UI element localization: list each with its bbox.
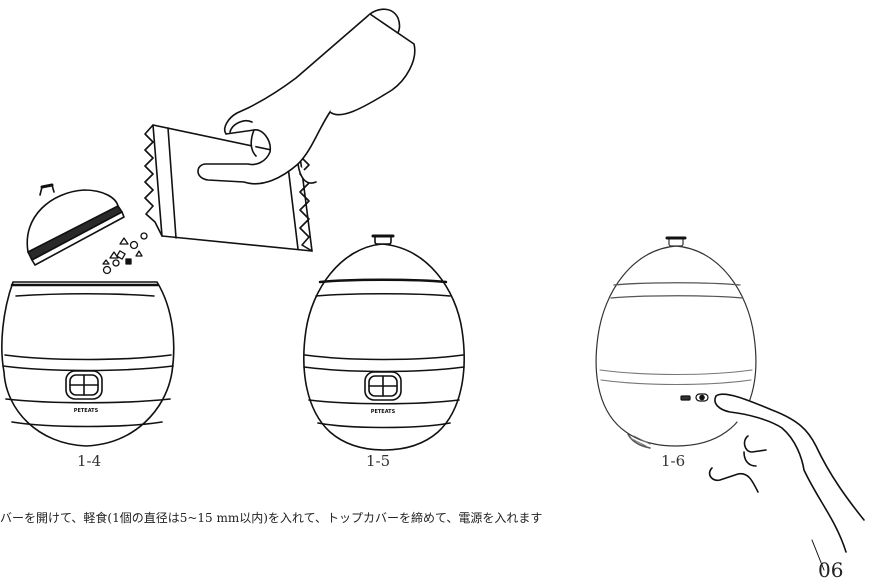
figure-1-6 bbox=[595, 236, 757, 449]
instruction-caption: バーを開けて、軽食(1個の直径は5~15 mm以内)を入れて、トップカバーを締め… bbox=[0, 511, 543, 525]
figure-1-4: PETEATS bbox=[1, 183, 175, 447]
figure-label-1-4: 1-4 bbox=[77, 452, 102, 470]
hand-holding-bag bbox=[197, 8, 416, 185]
power-switch-icon bbox=[680, 393, 709, 402]
figure-label-1-5: 1-5 bbox=[366, 452, 391, 470]
falling-snacks bbox=[102, 232, 148, 275]
device-brand-label: PETEATS bbox=[371, 409, 396, 415]
figure-label-1-6: 1-6 bbox=[661, 452, 686, 470]
page-edge bbox=[811, 539, 825, 571]
front-window-icon bbox=[65, 370, 103, 400]
pressing-hand bbox=[708, 393, 865, 553]
figure-1-5: PETEATS bbox=[303, 234, 465, 451]
device-body-closed bbox=[303, 243, 465, 451]
page-number: 06 bbox=[818, 558, 844, 582]
device-brand-label: PETEATS bbox=[74, 408, 99, 414]
removed-lid bbox=[26, 183, 125, 266]
front-window-icon bbox=[364, 371, 402, 401]
device-body-back bbox=[595, 245, 757, 447]
device-body bbox=[1, 281, 175, 447]
